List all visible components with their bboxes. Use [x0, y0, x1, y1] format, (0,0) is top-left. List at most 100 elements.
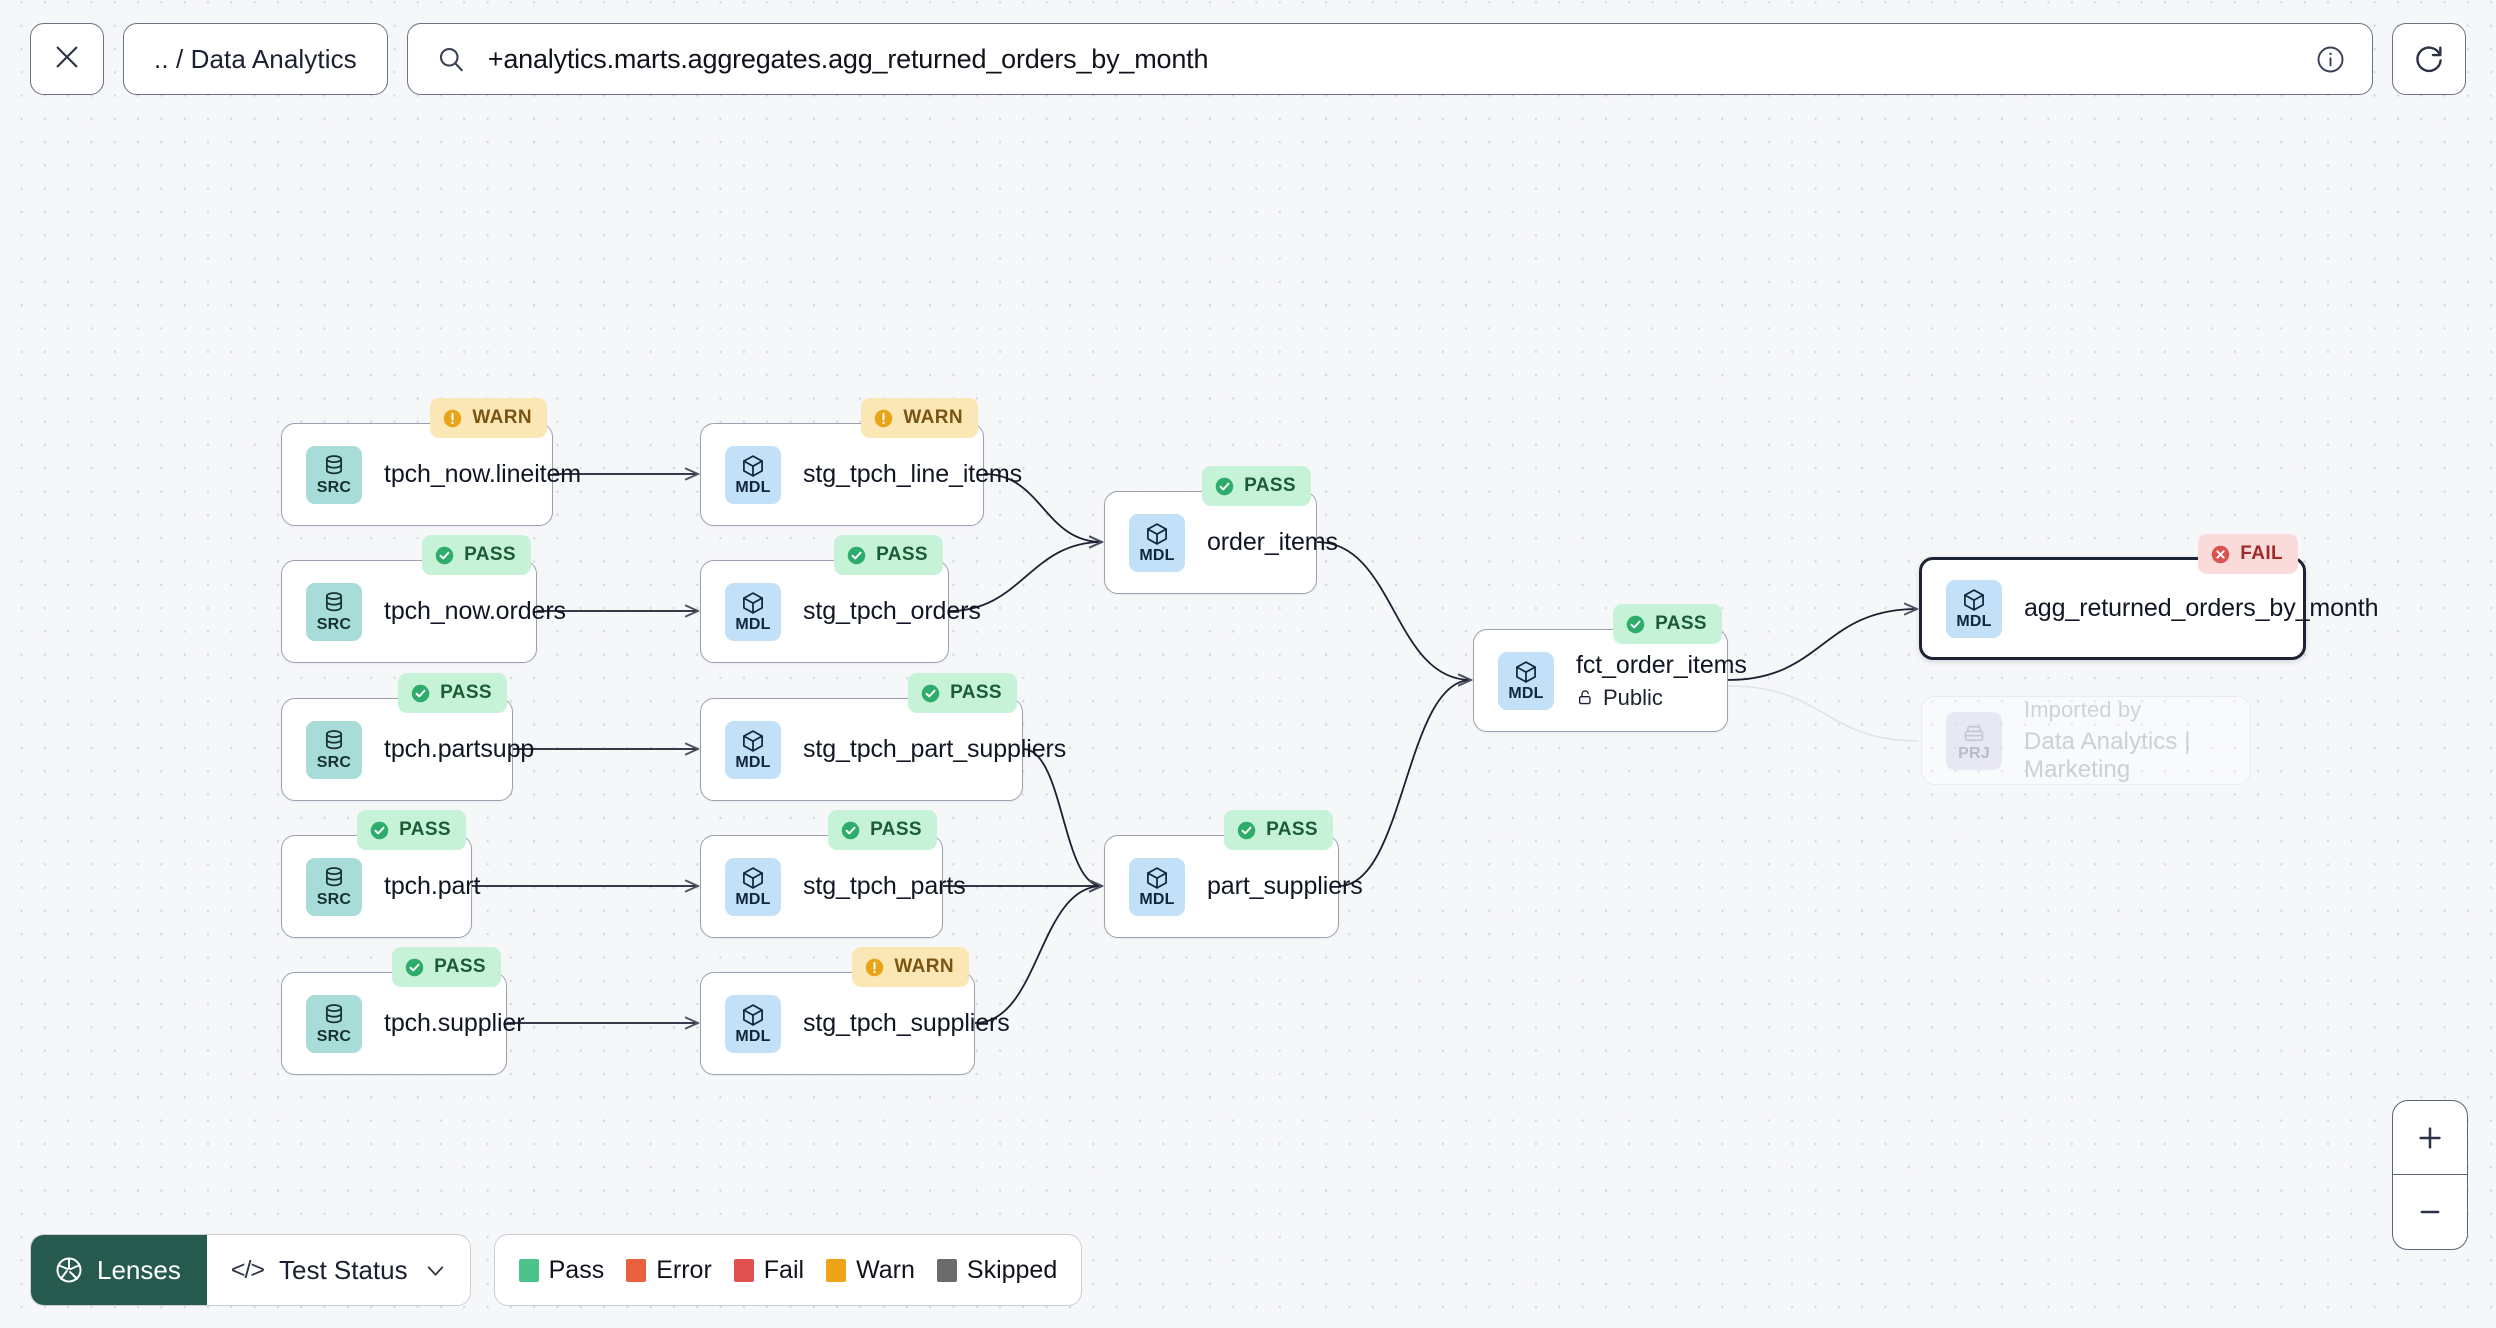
status-badge-label: PASS [464, 544, 516, 565]
warn-circle-icon [442, 408, 463, 429]
node-type-label: SRC [316, 1028, 352, 1045]
status-badge-pass: PASS [1613, 604, 1722, 644]
legend-label: Pass [548, 1255, 605, 1284]
legend-item-warn[interactable]: Warn [826, 1256, 915, 1285]
cube-icon [1144, 865, 1170, 891]
cube-icon [740, 590, 766, 616]
database-icon [321, 590, 347, 616]
graph-node-tpch_now_orders[interactable]: SRC tpch_now.orders PASS [281, 535, 566, 663]
legend-swatch [733, 1258, 754, 1282]
status-badge-label: WARN [903, 407, 963, 428]
legend-item-fail[interactable]: Fail [733, 1255, 805, 1285]
minus-icon [2415, 1197, 2445, 1227]
lenses-label: Lenses [97, 1254, 181, 1285]
node-body: order_items [1207, 528, 1338, 557]
node-visibility: Public [1576, 685, 1727, 711]
status-badge-pass: PASS [1224, 810, 1333, 850]
test-status-dropdown[interactable]: </> Test Status [206, 1235, 470, 1305]
search-bar[interactable] [406, 23, 2373, 95]
search-input[interactable] [487, 43, 2293, 75]
graph-node-stg_tpch_orders[interactable]: MDL stg_tpch_orders PASS [700, 535, 981, 663]
legend-label: Fail [763, 1255, 805, 1284]
refresh-button[interactable] [2392, 23, 2466, 95]
refresh-icon [2412, 40, 2446, 79]
node-title: part_suppliers [1207, 872, 1363, 900]
database-icon [321, 865, 347, 891]
info-icon[interactable] [2315, 44, 2346, 75]
node-title: stg_tpch_parts [803, 872, 966, 900]
status-badge-pass: PASS [422, 535, 531, 575]
check-circle-icon [404, 957, 425, 978]
status-badge-label: PASS [876, 544, 928, 565]
node-body: agg_returned_orders_by_month [2024, 594, 2378, 623]
src-type-badge: SRC [306, 720, 362, 779]
code-icon: </> [230, 1255, 265, 1284]
legend-swatch [936, 1258, 957, 1282]
status-legend: Pass Error Fail Warn Skipped [493, 1234, 1083, 1306]
graph-node-tpch_supplier[interactable]: SRC tpch.supplier PASS [281, 947, 525, 1075]
cube-icon [740, 865, 766, 891]
node-title: stg_tpch_suppliers [803, 1009, 1010, 1037]
legend-item-skipped[interactable]: Skipped [936, 1256, 1057, 1285]
legend-label: Error [656, 1255, 712, 1284]
status-badge-label: PASS [399, 819, 451, 840]
src-type-badge: SRC [306, 582, 362, 641]
node-title: order_items [1207, 528, 1338, 556]
legend-swatch [626, 1258, 647, 1282]
breadcrumb-button[interactable]: .. / Data Analytics [123, 23, 388, 95]
status-badge-pass: PASS [392, 947, 501, 987]
node-visibility-label: Public [1603, 684, 1663, 710]
status-badge-label: PASS [1266, 819, 1318, 840]
mdl-type-badge: MDL [725, 582, 781, 641]
node-type-label: MDL [735, 754, 771, 771]
status-badge-warn: WARN [852, 947, 969, 987]
zoom-out-button[interactable] [2393, 1175, 2467, 1249]
legend-item-pass[interactable]: Pass [518, 1255, 605, 1285]
node-title: tpch.supplier [384, 1009, 525, 1037]
cube-icon [1513, 659, 1539, 685]
check-circle-icon [434, 545, 455, 566]
mdl-type-badge: MDL [725, 857, 781, 916]
status-badge-label: WARN [894, 956, 954, 977]
node-type-label: SRC [316, 479, 352, 496]
cube-icon [1961, 587, 1987, 613]
node-body: stg_tpch_orders [803, 597, 981, 626]
test-status-label: Test Status [279, 1254, 408, 1285]
check-circle-icon [1236, 820, 1257, 841]
breadcrumb: .. / Data Analytics [154, 43, 357, 74]
legend-label: Warn [856, 1255, 915, 1284]
project-icon [1961, 719, 1987, 745]
node-title: tpch.partsupp [384, 735, 535, 763]
mdl-type-badge: MDL [1498, 651, 1554, 710]
check-circle-icon [369, 820, 390, 841]
database-icon [321, 453, 347, 479]
status-badge-label: PASS [950, 682, 1002, 703]
zoom-in-button[interactable] [2393, 1101, 2467, 1175]
node-type-label: MDL [1139, 547, 1175, 564]
node-body: tpch_now.orders [384, 597, 566, 626]
legend-item-error[interactable]: Error [626, 1256, 712, 1285]
mdl-type-badge: MDL [725, 445, 781, 504]
imported-by-value: Data Analytics | Marketing [2024, 728, 2191, 783]
check-circle-icon [1625, 614, 1646, 635]
close-button[interactable] [30, 23, 104, 95]
lenses-button[interactable]: Lenses [31, 1235, 207, 1305]
legend-swatch [518, 1258, 539, 1282]
zoom-controls [2392, 1100, 2468, 1250]
